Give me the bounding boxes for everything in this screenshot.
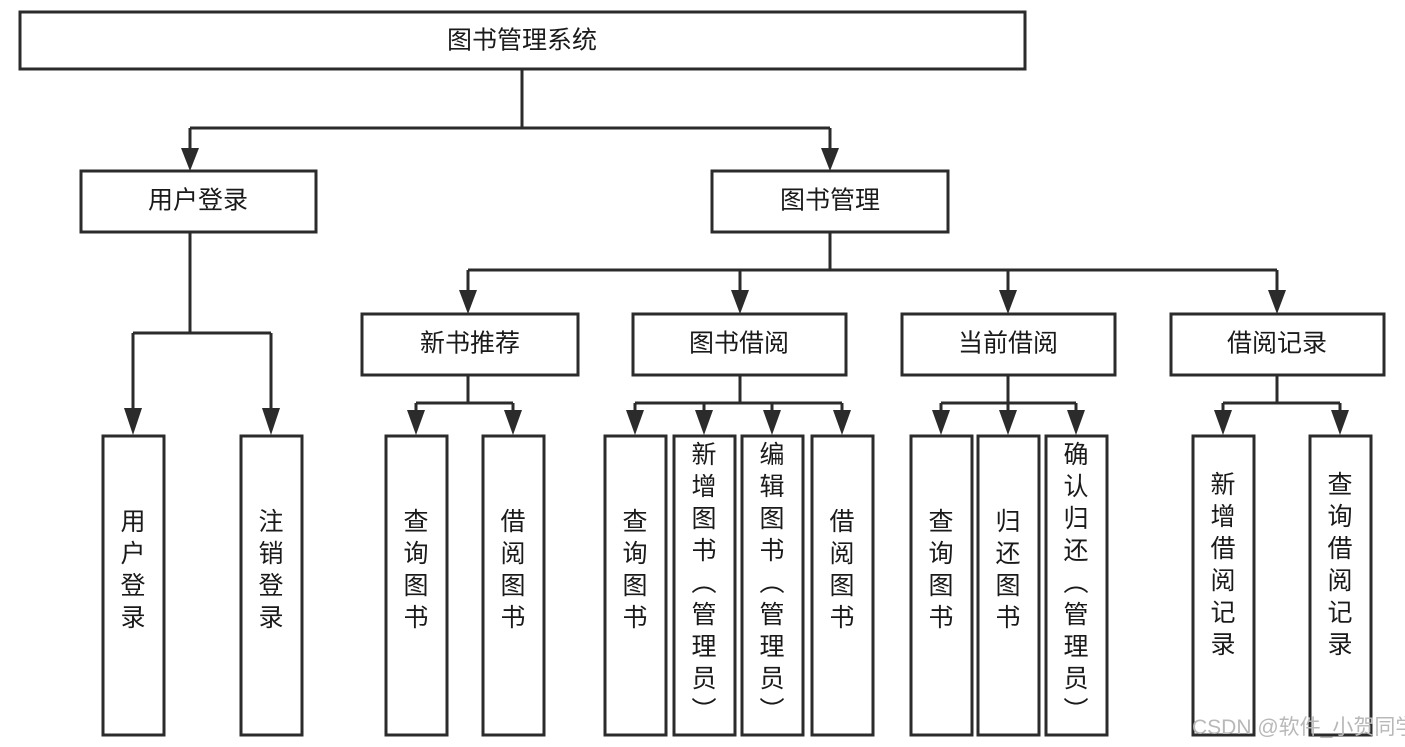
arrow-head-leaf-borrow-book-1: [504, 410, 522, 435]
node-book-borrow[interactable]: 图书借阅: [631, 312, 848, 377]
node-new-book-rec[interactable]: 新书推荐: [360, 312, 580, 377]
arrow-head-leaf-query-book-1: [407, 410, 425, 435]
node-leaf-user-login[interactable]: 用户登录: [101, 434, 166, 737]
node-leaf-add-record-box[interactable]: [1191, 434, 1256, 737]
node-leaf-add-book-box[interactable]: [672, 434, 737, 737]
arrow-head-leaf-add-book: [695, 410, 713, 435]
node-leaf-add-record-label: 新增借阅记录: [1210, 471, 1235, 659]
node-leaf-edit-book[interactable]: 编辑图书︵管理员︶: [740, 434, 805, 737]
node-leaf-edit-book-box[interactable]: [740, 434, 805, 737]
node-borrow-record-label: 借阅记录: [1227, 330, 1327, 358]
node-leaf-borrow-book-1-label: 借阅图书: [500, 508, 525, 632]
node-leaf-confirm-return-box[interactable]: [1044, 434, 1109, 737]
node-leaf-logout[interactable]: 注销登录: [239, 434, 304, 737]
node-new-book-rec-label: 新书推荐: [420, 330, 520, 358]
node-leaf-add-book-label: 新增图书︵管理员︶: [691, 441, 716, 725]
node-leaf-confirm-return[interactable]: 确认归还︵管理员︶: [1044, 434, 1109, 737]
node-leaf-user-login-label: 用户登录: [120, 508, 145, 632]
node-user-login-label: 用户登录: [148, 187, 248, 215]
node-current-borrow[interactable]: 当前借阅: [900, 312, 1117, 377]
arrow-head-leaf-return-book: [999, 410, 1017, 435]
arrow-head-bookmanage: [821, 148, 839, 171]
node-leaf-query-record-label: 查询借阅记录: [1327, 471, 1352, 659]
node-leaf-query-book-2-label: 查询图书: [622, 508, 647, 632]
node-leaf-add-record[interactable]: 新增借阅记录: [1191, 434, 1256, 737]
node-book-borrow-box[interactable]: [631, 312, 848, 377]
arrow-head-book-borrow: [731, 290, 749, 314]
node-leaf-query-book-3-box[interactable]: [909, 434, 974, 737]
node-leaf-add-book[interactable]: 新增图书︵管理员︶: [672, 434, 737, 737]
node-current-borrow-box[interactable]: [900, 312, 1117, 377]
node-leaf-query-book-1[interactable]: 查询图书: [384, 434, 449, 737]
node-leaf-query-book-1-box[interactable]: [384, 434, 449, 737]
node-borrow-record[interactable]: 借阅记录: [1169, 312, 1386, 377]
node-borrow-record-box[interactable]: [1169, 312, 1386, 377]
node-new-book-rec-box[interactable]: [360, 312, 580, 377]
node-leaf-return-book-box[interactable]: [976, 434, 1041, 737]
node-leaf-query-book-3[interactable]: 查询图书: [909, 434, 974, 737]
node-leaf-borrow-book-2-label: 借阅图书: [829, 508, 854, 632]
node-leaf-borrow-book-1-box[interactable]: [481, 434, 546, 737]
node-leaf-query-book-3-label: 查询图书: [928, 508, 953, 632]
node-book-borrow-label: 图书借阅: [689, 330, 789, 358]
arrow-head-leaf-user-login: [124, 408, 142, 435]
arrow-head-current-borrow: [999, 290, 1017, 314]
node-leaf-return-book-label: 归还图书: [995, 508, 1020, 632]
arrow-head-leaf-edit-book: [763, 410, 781, 435]
node-leaf-query-book-2-box[interactable]: [603, 434, 668, 737]
node-leaf-logout-label: 注销登录: [258, 508, 283, 632]
node-leaf-borrow-book-2-box[interactable]: [810, 434, 875, 737]
arrow-head-userlogin: [181, 148, 199, 171]
arrow-head-leaf-logout: [262, 408, 280, 435]
node-leaf-query-book-1-label: 查询图书: [403, 508, 428, 632]
node-root-box[interactable]: [18, 10, 1027, 71]
arrow-head-leaf-confirm-return: [1067, 410, 1085, 435]
node-leaf-borrow-book-1[interactable]: 借阅图书: [481, 434, 546, 737]
connector-layer: [124, 69, 1349, 435]
node-root[interactable]: 图书管理系统: [18, 10, 1027, 71]
node-user-login[interactable]: 用户登录: [79, 169, 318, 234]
node-leaf-query-record[interactable]: 查询借阅记录: [1308, 434, 1373, 737]
node-leaf-confirm-return-label: 确认归还︵管理员︶: [1063, 441, 1088, 725]
node-book-manage[interactable]: 图书管理: [710, 169, 950, 234]
node-leaf-borrow-book-2[interactable]: 借阅图书: [810, 434, 875, 737]
watermark-label: CSDN @软件_小贺同学: [1192, 716, 1405, 739]
node-leaf-query-record-box[interactable]: [1308, 434, 1373, 737]
node-leaf-logout-box[interactable]: [239, 434, 304, 737]
arrow-head-leaf-borrow-book-2: [833, 410, 851, 435]
node-book-manage-box[interactable]: [710, 169, 950, 234]
node-root-label: 图书管理系统: [447, 27, 597, 55]
node-book-manage-label: 图书管理: [780, 187, 880, 215]
node-user-login-box[interactable]: [79, 169, 318, 234]
node-leaf-query-book-2[interactable]: 查询图书: [603, 434, 668, 737]
arrow-head-leaf-query-book-3: [932, 410, 950, 435]
node-current-borrow-label: 当前借阅: [958, 330, 1058, 358]
arrow-head-borrow-record: [1268, 290, 1286, 314]
node-leaf-user-login-box[interactable]: [101, 434, 166, 737]
node-leaf-return-book[interactable]: 归还图书: [976, 434, 1041, 737]
arrow-head-leaf-add-record: [1214, 410, 1232, 435]
arrow-head-leaf-query-record: [1331, 410, 1349, 435]
arrow-head-new-book-rec: [459, 290, 477, 314]
arrow-head-leaf-query-book-2: [626, 410, 644, 435]
node-leaf-edit-book-label: 编辑图书︵管理员︶: [759, 441, 784, 725]
